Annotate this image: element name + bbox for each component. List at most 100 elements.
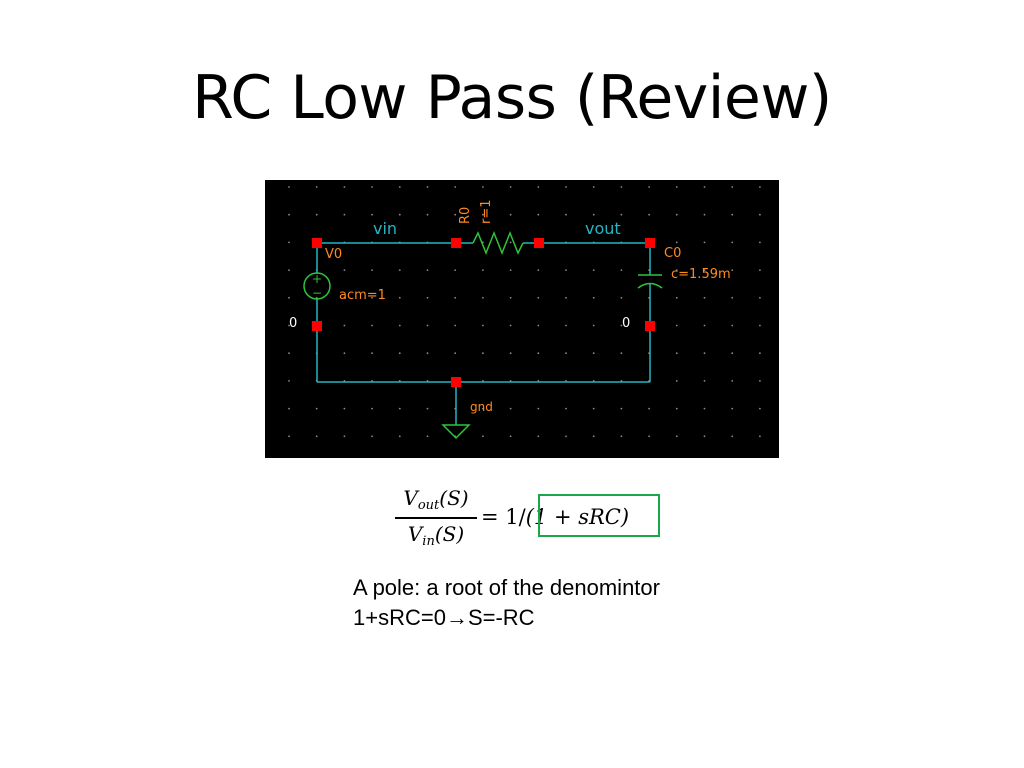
grid-dot bbox=[537, 407, 540, 410]
grid-dot bbox=[509, 352, 512, 355]
grid-dot bbox=[731, 407, 734, 410]
grid-dot bbox=[620, 213, 623, 216]
grid-dot bbox=[759, 186, 761, 188]
net-label-vin: vin bbox=[373, 219, 397, 238]
capacitor-symbol bbox=[637, 274, 663, 289]
fraction-numerator: Vout(S) bbox=[395, 486, 477, 518]
grid-dot bbox=[731, 186, 734, 188]
grid-dot bbox=[675, 380, 678, 382]
grid-dots bbox=[288, 186, 761, 438]
grid-dot bbox=[482, 269, 484, 271]
grid-dot bbox=[537, 435, 540, 438]
grid-dot bbox=[509, 407, 512, 410]
grid-dot bbox=[537, 324, 540, 327]
grid-dot bbox=[454, 352, 457, 355]
grid-dot bbox=[648, 186, 650, 188]
pin-resistor-right bbox=[534, 238, 544, 248]
grid-dot bbox=[592, 296, 595, 299]
grid-dot bbox=[398, 213, 401, 216]
grid-dot bbox=[509, 269, 512, 271]
grid-dot bbox=[731, 241, 734, 244]
grid-dot bbox=[398, 269, 401, 271]
grid-dot bbox=[703, 241, 706, 244]
grid-dot bbox=[426, 435, 429, 438]
grid-dot bbox=[343, 407, 346, 410]
grid-dot bbox=[648, 213, 650, 216]
schematic-background bbox=[265, 180, 779, 458]
grid-dot bbox=[482, 186, 484, 188]
grid-dot bbox=[454, 296, 457, 299]
grid-dot bbox=[315, 186, 318, 188]
capacitor-name-label: C0 bbox=[664, 246, 681, 261]
grid-dot bbox=[620, 435, 623, 438]
caption-line-1: A pole: a root of the denomintor bbox=[353, 575, 660, 600]
grid-dot bbox=[426, 213, 429, 216]
denominator-highlight-box bbox=[538, 494, 660, 537]
grid-dot bbox=[703, 352, 706, 355]
grid-dot bbox=[426, 269, 429, 271]
grid-dot bbox=[371, 324, 373, 327]
pin-cap-bottom bbox=[645, 321, 655, 331]
grid-dot bbox=[398, 435, 401, 438]
numerator-argument: (S) bbox=[439, 486, 469, 510]
wires bbox=[316, 242, 651, 425]
voltage-source-symbol: + − bbox=[303, 272, 331, 300]
grid-dot bbox=[315, 435, 318, 438]
grid-dot bbox=[509, 296, 512, 299]
grid-dot bbox=[620, 352, 623, 355]
grid-dot bbox=[703, 407, 706, 410]
grid-dot bbox=[759, 269, 761, 271]
grid-dot bbox=[482, 407, 484, 410]
resistor-name-label: R0 bbox=[458, 207, 473, 224]
grid-dot bbox=[675, 324, 678, 327]
grid-dot bbox=[426, 324, 429, 327]
grid-dot bbox=[315, 407, 318, 410]
grid-dot bbox=[565, 213, 567, 216]
grid-dot bbox=[288, 186, 290, 188]
grid-dot bbox=[565, 407, 567, 410]
grid-dot bbox=[454, 324, 457, 327]
capacitor-value-label: c=1.59m bbox=[671, 267, 731, 282]
grid-dot bbox=[509, 213, 512, 216]
pins bbox=[312, 238, 655, 387]
equation-rhs: = 1/(1 + sRC) bbox=[481, 504, 629, 530]
grid-dot bbox=[675, 407, 678, 410]
grid-dot bbox=[565, 269, 567, 271]
grid-dot bbox=[759, 380, 761, 382]
grid-dot bbox=[675, 296, 678, 299]
grid-dot bbox=[703, 435, 706, 438]
resistor-value-label: r=1 bbox=[479, 199, 494, 224]
grid-dot bbox=[371, 352, 373, 355]
denominator-variable: V bbox=[407, 522, 423, 546]
transfer-fraction: Vout(S) Vin(S) bbox=[395, 482, 477, 552]
grid-dot bbox=[731, 324, 734, 327]
grid-dot bbox=[398, 296, 401, 299]
grid-dot bbox=[759, 213, 761, 216]
source-minus-sign: − bbox=[312, 286, 322, 300]
pin-source-top bbox=[312, 238, 322, 248]
grid-dot bbox=[592, 324, 595, 327]
grid-dot bbox=[703, 186, 706, 188]
grid-dot bbox=[509, 435, 512, 438]
grid-dot bbox=[565, 352, 567, 355]
grid-dot bbox=[620, 269, 623, 271]
numerator-variable: V bbox=[403, 486, 418, 510]
pin-resistor-left bbox=[451, 238, 461, 248]
grid-dot bbox=[703, 296, 706, 299]
grid-dot bbox=[371, 407, 373, 410]
grid-dot bbox=[703, 324, 706, 327]
pin-cap-top bbox=[645, 238, 655, 248]
grid-dot bbox=[371, 269, 373, 271]
pin-gnd bbox=[451, 377, 461, 387]
grid-dot bbox=[426, 352, 429, 355]
grid-dot bbox=[343, 352, 346, 355]
grid-dot bbox=[759, 352, 761, 355]
source-value-label: acm=1 bbox=[339, 288, 386, 303]
pole-explanation: A pole: a root of the denomintor 1+sRC=0… bbox=[353, 573, 660, 633]
grid-dot bbox=[454, 186, 457, 188]
grid-dot bbox=[509, 324, 512, 327]
grid-dot bbox=[648, 407, 650, 410]
grid-dot bbox=[759, 296, 761, 299]
grid-dot bbox=[620, 324, 623, 327]
